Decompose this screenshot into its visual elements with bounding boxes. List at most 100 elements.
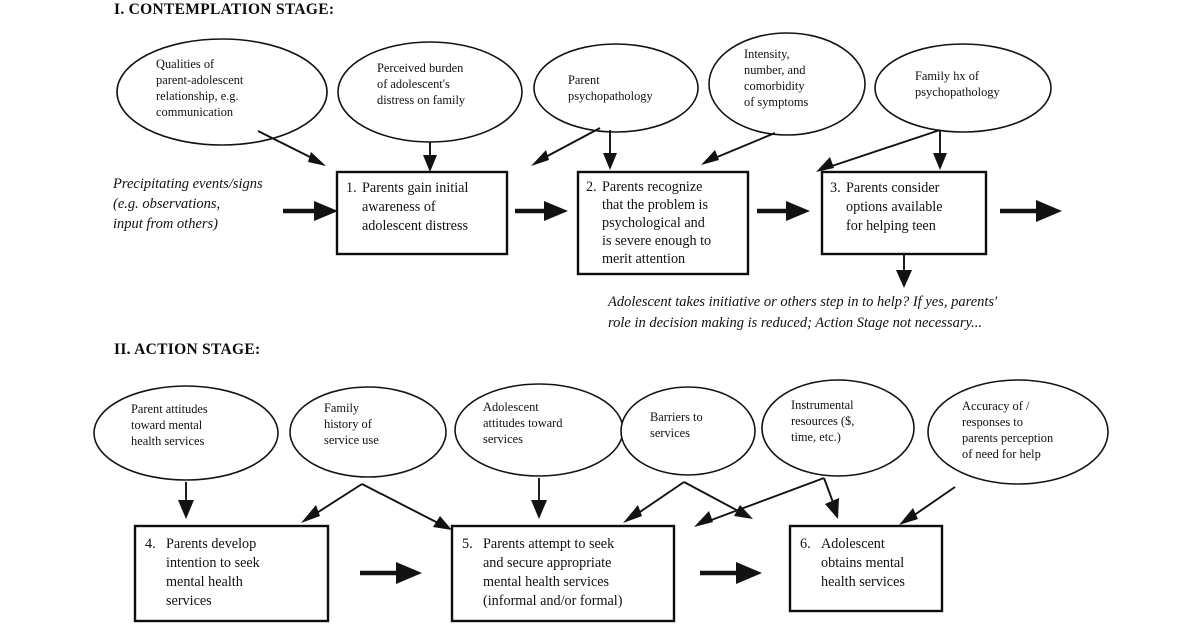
ellipse-line: resources ($, (791, 414, 854, 428)
box-line: services (166, 593, 212, 609)
connector-ae5-to-box5 (694, 477, 825, 527)
ellipse-shape (337, 41, 523, 143)
precipitating-events-note: Precipitating events/signs (e.g. observa… (112, 176, 263, 232)
connector-ae4-cross-to-box6 (683, 481, 753, 519)
connector-ae4-to-box5 (623, 481, 685, 523)
box-line: that the problem is (602, 197, 708, 213)
ellipse-line: toward mental (131, 418, 203, 432)
ellipse-node-barriers: Barriers to services (620, 386, 756, 476)
ellipse-line: psychopathology (568, 89, 653, 103)
ellipse-shape (620, 386, 756, 476)
box-line: mental health (166, 574, 243, 590)
connector-ae5-to-box6 (823, 477, 839, 519)
ellipse-shape (93, 385, 279, 481)
connector-ae6-to-box6 (899, 486, 956, 525)
box-line: and secure appropriate (483, 555, 611, 571)
stage-heading-contemplation: I. CONTEMPLATION STAGE: (114, 1, 334, 18)
box-line: intention to seek (166, 555, 261, 571)
ellipse-shape (289, 386, 447, 478)
connector-ae3-to-box5 (531, 478, 547, 519)
box-line: (informal and/or formal) (483, 593, 623, 609)
ellipse-line: Intensity, (744, 47, 790, 61)
note-line: Precipitating events/signs (112, 176, 263, 192)
ellipse-line: services (483, 432, 523, 446)
connector-box2-to-box3 (757, 201, 810, 221)
box-number: 3. (830, 180, 841, 196)
connector-e5-to-box3 (933, 130, 947, 170)
ellipse-node-parent-attitudes: Parent attitudes toward mental health se… (93, 385, 279, 481)
ellipse-line: distress on family (377, 93, 466, 107)
connector-box4-to-box5 (360, 562, 422, 584)
ellipse-line: Parent (568, 73, 600, 87)
process-box-4: 4. Parents develop intention to seek men… (133, 524, 330, 623)
connector-e5-to-box3-left (816, 129, 941, 172)
ellipse-line: relationship, e.g. (156, 89, 239, 103)
ellipse-node-parent-psychopathology: Parent psychopathology (533, 43, 699, 133)
process-box-5: 5. Parents attempt to seek and secure ap… (450, 524, 676, 623)
connector-e1-to-box1 (257, 130, 326, 166)
ellipse-line: of symptoms (744, 95, 809, 109)
ellipse-line: of adolescent's (377, 77, 450, 91)
box-line: options available (846, 199, 943, 215)
ellipse-line: attitudes toward (483, 416, 563, 430)
ellipse-line: communication (156, 105, 233, 119)
ellipse-line: services (650, 426, 690, 440)
ellipse-shape (874, 43, 1052, 133)
ellipse-shape (533, 43, 699, 133)
ellipse-shape (761, 379, 915, 477)
box-shape (788, 524, 944, 613)
process-box-2: 2. Parents recognize that the problem is… (576, 170, 750, 276)
ellipse-node-intensity-symptoms: Intensity, number, and comorbidity of sy… (708, 32, 866, 136)
footnote-line: role in decision making is reduced; Acti… (608, 315, 982, 331)
stage-heading-action: II. ACTION STAGE: (114, 341, 261, 358)
ellipse-line: parents perception (962, 431, 1053, 445)
ellipse-node-qualities: Qualities of parent-adolescent relations… (116, 38, 328, 146)
connector-ae2-to-box4 (301, 483, 363, 523)
box-line: Parents develop (166, 536, 256, 552)
ellipse-line: time, etc.) (791, 430, 841, 444)
process-box-1: 1. Parents gain initial awareness of ado… (335, 170, 509, 256)
ellipse-line: Family hx of (915, 69, 980, 83)
ellipse-node-instrumental-resources: Instrumental resources ($, time, etc.) (761, 379, 915, 477)
box-line: is severe enough to (602, 233, 711, 249)
ellipse-node-accuracy-responses: Accuracy of / responses to parents perce… (927, 379, 1109, 485)
box-shape (450, 524, 676, 623)
box-line: Parents consider (846, 180, 940, 196)
ellipse-node-family-hx: Family hx of psychopathology (874, 43, 1052, 133)
connector-e4-to-box2 (701, 132, 776, 165)
box-line: psychological and (602, 215, 705, 231)
ellipse-line: Adolescent (483, 400, 539, 414)
connector-note-to-box1 (283, 201, 338, 221)
box-line: Parents recognize (602, 179, 702, 195)
ellipse-line: Qualities of (156, 57, 215, 71)
box-number: 5. (462, 536, 473, 552)
ellipse-line: comorbidity (744, 79, 805, 93)
ellipse-line: history of (324, 417, 373, 431)
contemplation-footnote: Adolescent takes initiative or others st… (607, 294, 998, 331)
ellipse-line: number, and (744, 63, 806, 77)
box-line: mental health services (483, 574, 610, 590)
ellipse-line: Perceived burden (377, 61, 463, 75)
ellipse-node-perceived-burden: Perceived burden of adolescent's distres… (337, 41, 523, 143)
box-line: obtains mental (821, 555, 904, 571)
ellipse-line: health services (131, 434, 204, 448)
box-shape (335, 170, 509, 256)
connector-e2-to-box1 (423, 142, 437, 172)
box-line: for helping teen (846, 218, 936, 234)
box-line: adolescent distress (362, 218, 468, 234)
box-line: awareness of (362, 199, 436, 215)
footnote-line: Adolescent takes initiative or others st… (607, 294, 998, 310)
connector-e3-down-to-box2 (603, 130, 617, 170)
ellipse-shape (708, 32, 866, 136)
box-number: 6. (800, 536, 811, 552)
box-number: 2. (586, 179, 597, 195)
ellipse-line: psychopathology (915, 85, 1000, 99)
ellipse-shape (454, 383, 624, 477)
box-number: 1. (346, 180, 357, 196)
ellipse-line: responses to (962, 415, 1023, 429)
ellipse-node-family-history: Family history of service use (289, 386, 447, 478)
connector-box3-to-next-stage (1000, 200, 1062, 222)
box-line: Adolescent (821, 536, 885, 552)
